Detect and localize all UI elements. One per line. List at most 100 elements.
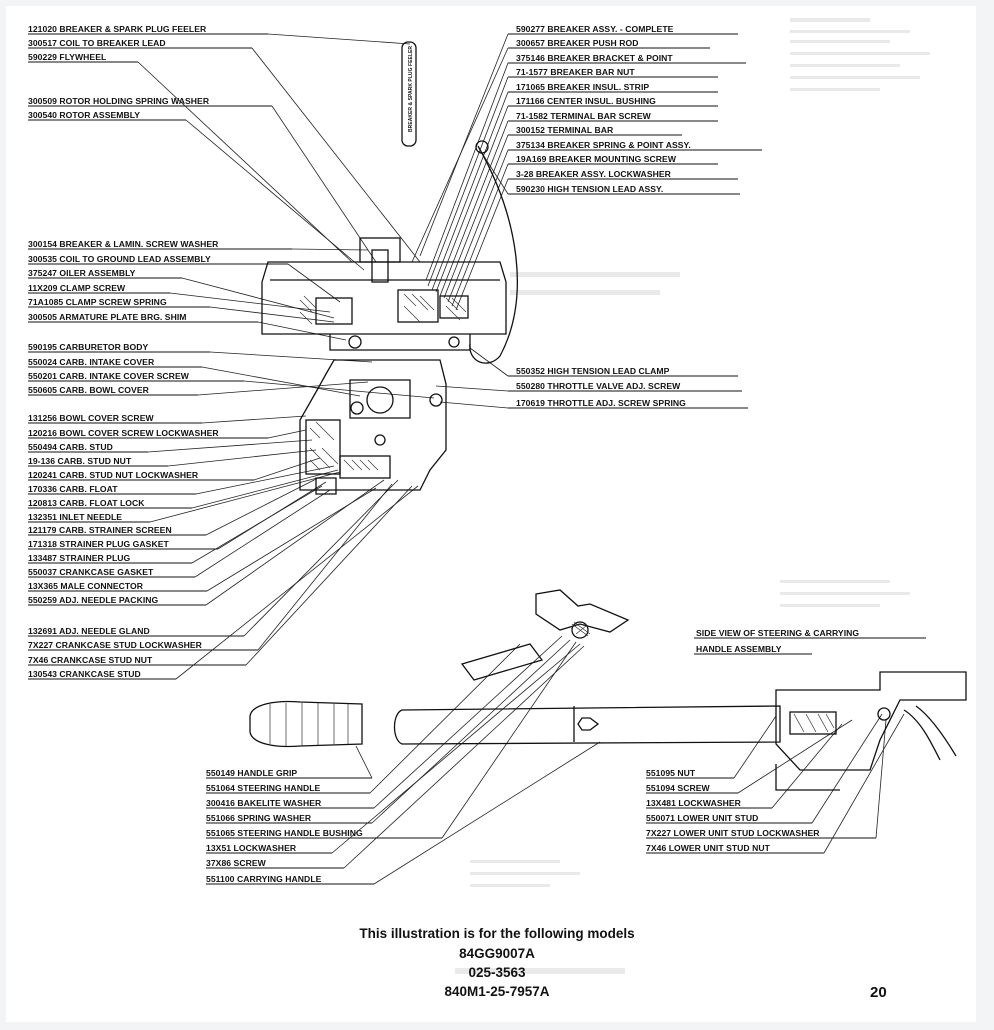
leader-line — [267, 33, 411, 45]
leader-line — [355, 745, 373, 779]
part-label: 71-1582 TERMINAL BAR SCREW — [516, 111, 652, 121]
part-label: 590229 FLYWHEEL — [28, 52, 106, 62]
part-label: 171318 STRAINER PLUG GASKET — [28, 539, 169, 549]
leader-line — [181, 277, 335, 319]
part-label: 7X46 CRANKCASE STUD NUT — [28, 655, 153, 665]
leader-line — [439, 120, 509, 297]
leader-line — [243, 479, 399, 637]
part-label: 550149 HANDLE GRIP — [206, 768, 297, 778]
leader-line — [191, 469, 339, 509]
part-label: 171065 BREAKER INSUL. STRIP — [516, 82, 649, 92]
part-label: 551064 STEERING HANDLE — [206, 783, 321, 793]
part-label: 550605 CARB. BOWL COVER — [28, 385, 150, 395]
leader-line — [194, 489, 331, 578]
bleed-through-shading — [455, 18, 930, 974]
leader-line — [455, 178, 509, 311]
leader-line — [185, 119, 365, 271]
part-label: 37X86 SCREW — [206, 858, 267, 868]
leader-line — [875, 719, 887, 839]
part-label: 7X227 CRANKCASE STUD LOCKWASHER — [28, 640, 203, 650]
part-label: 71-1577 BREAKER BAR NUT — [516, 67, 635, 77]
leader-line — [811, 713, 883, 824]
leader-line — [149, 471, 341, 523]
part-label: 300535 COIL TO GROUND LEAD ASSEMBLY — [28, 254, 211, 264]
model-number: 025-3563 — [468, 965, 526, 980]
leader-line — [243, 380, 435, 399]
leader-line — [411, 47, 509, 263]
part-label: 13X481 LOCKWASHER — [646, 798, 742, 808]
part-label: 170336 CARB. FLOAT — [28, 484, 118, 494]
part-label: 11X209 CLAMP SCREW — [28, 283, 126, 293]
part-label: 120241 CARB. STUD NUT LOCKWASHER — [28, 470, 199, 480]
side-view-title: HANDLE ASSEMBLY — [696, 644, 782, 654]
side-view-lower-unit-drawing — [775, 671, 967, 791]
page-number: 20 — [870, 984, 887, 1001]
part-label: 13X51 LOCKWASHER — [206, 843, 297, 853]
leader-line — [147, 439, 313, 453]
part-label: 590277 BREAKER ASSY. - COMPLETE — [516, 24, 674, 34]
part-label: 551094 SCREW — [646, 783, 710, 793]
part-label: 375247 OILER ASSEMBLY — [28, 268, 136, 278]
magneto-flywheel-drawing — [261, 237, 507, 351]
leader-line — [371, 639, 571, 824]
leader-line — [201, 415, 307, 424]
leader-line — [205, 479, 385, 606]
leader-line — [373, 741, 601, 885]
leader-line — [245, 485, 413, 666]
leader-line — [369, 643, 521, 794]
leader-line — [253, 457, 321, 481]
part-label: 551065 STEERING HANDLE BUSHING — [206, 828, 363, 838]
leader-line — [737, 719, 853, 794]
part-label: 551066 SPRING WASHER — [206, 813, 312, 823]
part-label: 550494 CARB. STUD — [28, 442, 113, 452]
part-label: 300657 BREAKER PUSH ROD — [516, 38, 638, 48]
part-label: 133487 STRAINER PLUG — [28, 553, 131, 563]
part-label: 550259 ADJ. NEEDLE PACKING — [28, 595, 159, 605]
leader-line — [733, 715, 777, 779]
leader-lines — [137, 33, 905, 885]
leader-line — [431, 91, 509, 291]
leader-line — [291, 248, 369, 251]
high-tension-lead-drawing — [469, 140, 518, 364]
handle-callouts: 550149 HANDLE GRIP 551064 STEERING HANDLE… — [206, 768, 442, 885]
leader-line — [443, 134, 509, 299]
leader-line — [209, 306, 335, 323]
leader-line — [447, 149, 509, 303]
part-label: 120813 CARB. FLOAT LOCK — [28, 498, 145, 508]
leader-line — [469, 347, 509, 377]
part-label: 300540 ROTOR ASSEMBLY — [28, 110, 140, 120]
part-label: 171166 CENTER INSUL. BUSHING — [516, 96, 656, 106]
part-label: 375146 BREAKER BRACKET & POINT — [516, 53, 673, 63]
leader-line — [451, 163, 509, 307]
leader-line — [197, 381, 369, 396]
leader-line — [201, 366, 361, 397]
part-label: 19A169 BREAKER MOUNTING SCREW — [516, 154, 677, 164]
leader-line — [257, 321, 347, 341]
part-label: 131256 BOWL COVER SCREW — [28, 413, 154, 423]
leader-line — [435, 105, 509, 293]
leader-line — [137, 61, 353, 263]
engine-callouts-left: 121020 BREAKER & SPARK PLUG FEELER300517… — [28, 24, 292, 680]
steering-handle-drawing — [249, 589, 781, 748]
carburetor-drawing — [299, 359, 447, 495]
part-label: 300152 TERMINAL BAR — [516, 125, 614, 135]
part-label: 13X365 MALE CONNECTOR — [28, 581, 144, 591]
leader-line — [175, 485, 419, 680]
leader-line — [251, 47, 421, 263]
part-label: 550352 HIGH TENSION LEAD CLAMP — [516, 366, 670, 376]
caption-heading: This illustration is for the following m… — [359, 926, 634, 941]
leader-line — [271, 105, 377, 263]
part-label: 121179 CARB. STRAINER SCREEN — [28, 525, 172, 535]
leader-line — [257, 483, 393, 651]
part-label: 550201 CARB. INTAKE COVER SCREW — [28, 371, 190, 381]
leader-line — [169, 292, 331, 313]
part-label: 550024 CARB. INTAKE COVER — [28, 357, 155, 367]
part-label: 551100 CARRYING HANDLE — [206, 874, 322, 884]
part-label: 375134 BREAKER SPRING & POINT ASSY. — [516, 140, 691, 150]
part-label: 300416 BAKELITE WASHER — [206, 798, 322, 808]
part-label: 550280 THROTTLE VALVE ADJ. SCREW — [516, 381, 681, 391]
part-label: 3-28 BREAKER ASSY. LOCKWASHER — [516, 169, 672, 179]
part-label: 300509 ROTOR HOLDING SPRING WASHER — [28, 96, 210, 106]
leader-line — [287, 263, 341, 303]
